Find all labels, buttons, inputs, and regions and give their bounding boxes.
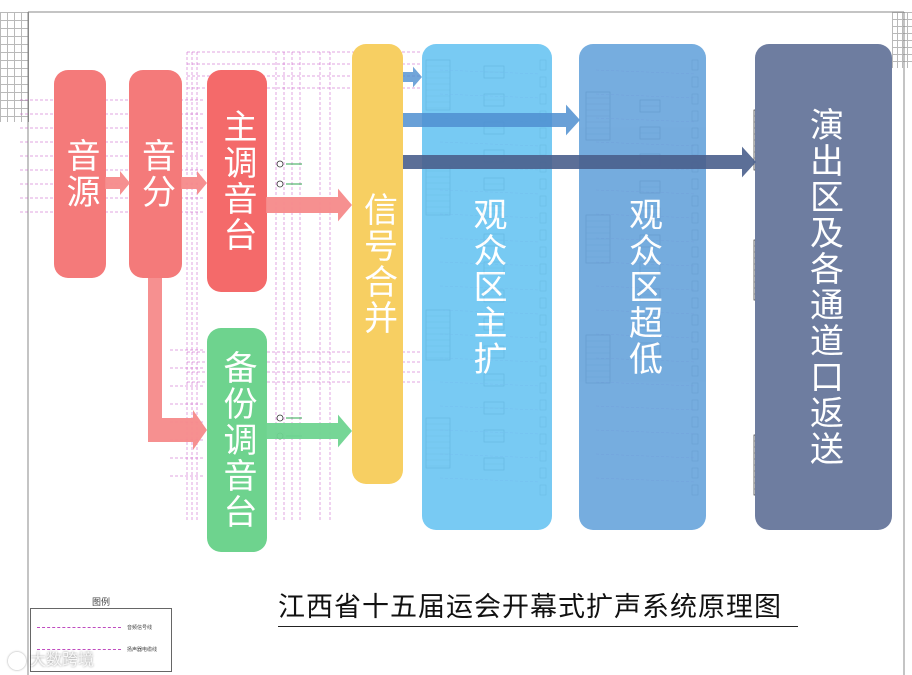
- backup-console-label: 备份调音台: [217, 350, 258, 530]
- signal-merge-label: 信号合并: [357, 192, 398, 336]
- legend-line-audio: [37, 627, 121, 628]
- legend-row-audio: 音频信号线: [37, 623, 167, 633]
- audio-source-block: 音源: [54, 70, 106, 278]
- watermark: 大数跨境: [8, 646, 94, 670]
- audio-split-block: 音分: [129, 70, 182, 278]
- title-grid-right: [892, 12, 912, 68]
- legend-box: 图例 音频信号线 扬声器电缆线: [30, 598, 172, 672]
- audience-subwoofer-block: 观众区超低: [579, 44, 706, 530]
- stage-return-block: 演出区及各通道口返送: [755, 44, 892, 530]
- audience-subwoofer-label: 观众区超低: [622, 197, 663, 377]
- legend-text-audio: 音频信号线: [127, 625, 153, 631]
- audience-main-label: 观众区主扩: [467, 197, 508, 377]
- audio-split-label: 音分: [135, 138, 176, 210]
- main-console-block: 主调音台: [207, 70, 267, 292]
- main-console-label: 主调音台: [217, 109, 258, 253]
- legend-title: 图例: [91, 598, 110, 608]
- legend-text-speaker: 扬声器电缆线: [127, 647, 158, 653]
- stage-return-label: 演出区及各通道口返送: [803, 107, 844, 467]
- legend-row-speaker: 扬声器电缆线: [37, 645, 167, 655]
- audio-source-label: 音源: [60, 138, 101, 210]
- legend-line-speaker: [37, 649, 121, 650]
- watermark-text: 大数跨境: [30, 650, 95, 669]
- diagram-title: 江西省十五届运会开幕式扩声系统原理图: [278, 585, 798, 627]
- signal-merge-block: 信号合并: [352, 44, 403, 484]
- backup-console-block: 备份调音台: [207, 328, 267, 552]
- watermark-logo-icon: [8, 651, 26, 670]
